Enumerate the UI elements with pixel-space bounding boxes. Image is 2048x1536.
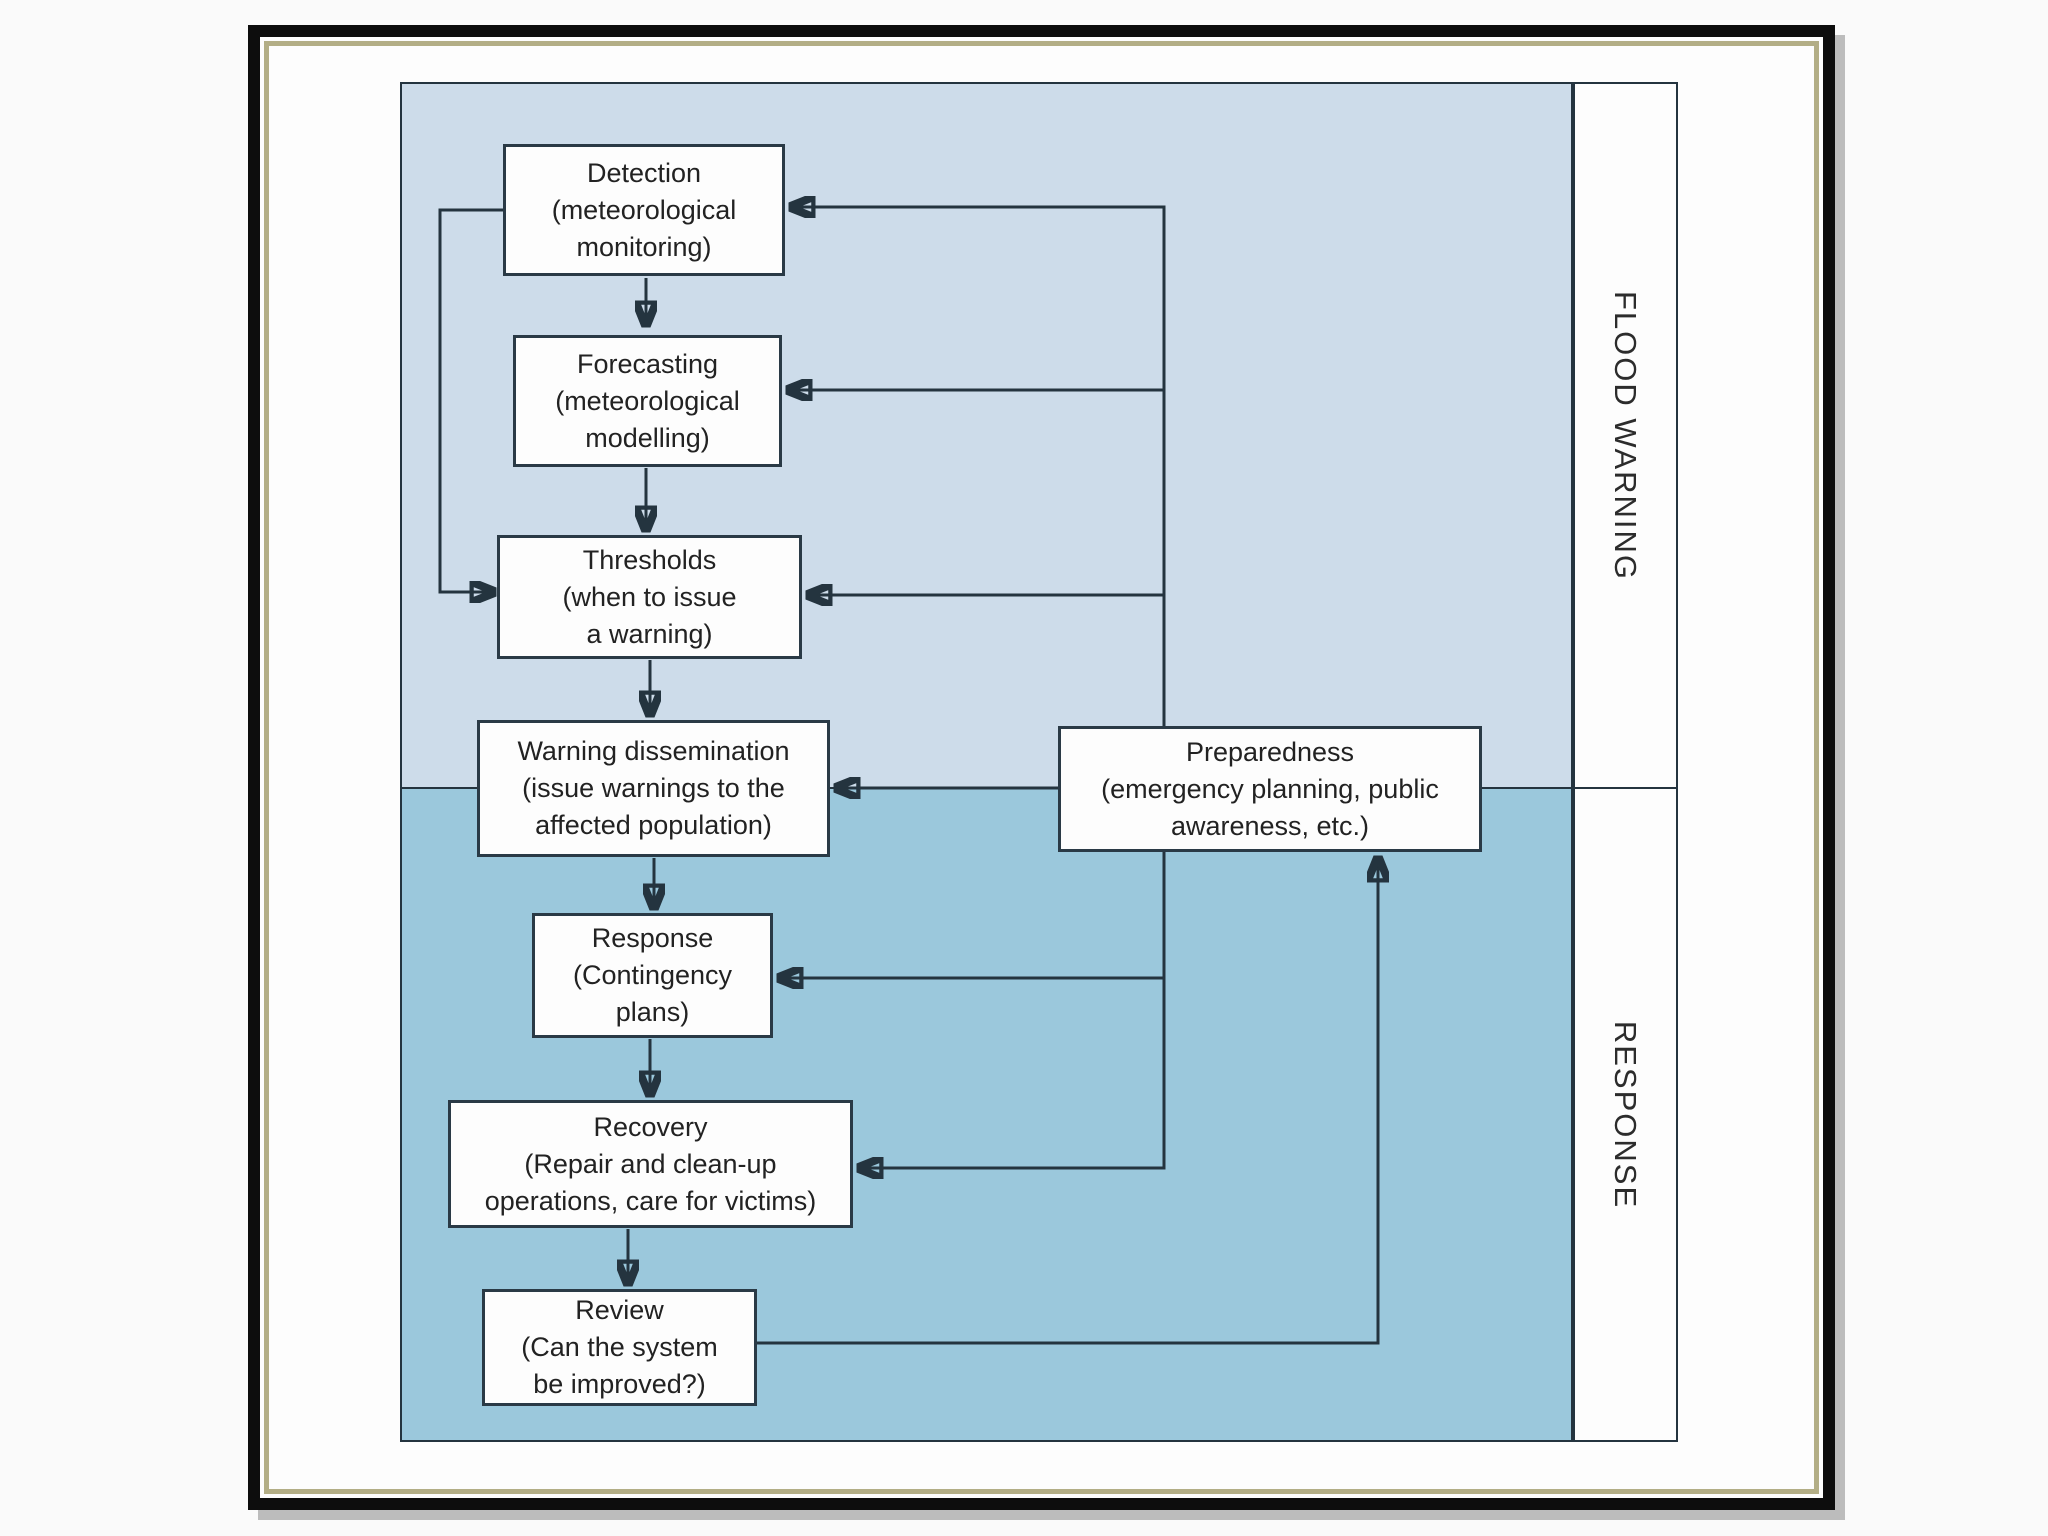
response-label-cell: RESPONSE — [1575, 789, 1676, 1440]
label-divider-line — [1575, 787, 1676, 789]
node-warning-dissemination: Warning dissemination (issue warnings to… — [477, 720, 830, 857]
node-response: Response (Contingency plans) — [532, 913, 773, 1038]
phase-label-column: FLOOD WARNING RESPONSE — [1573, 82, 1678, 1442]
node-review: Review (Can the system be improved?) — [482, 1289, 757, 1406]
node-detection: Detection (meteorological monitoring) — [503, 144, 785, 276]
node-forecasting: Forecasting (meteorological modelling) — [513, 335, 782, 467]
node-preparedness: Preparedness (emergency planning, public… — [1058, 726, 1482, 852]
frame-accent-line — [264, 41, 1819, 1494]
node-recovery: Recovery (Repair and clean-up operations… — [448, 1100, 853, 1228]
response-label: RESPONSE — [1608, 1020, 1644, 1209]
node-thresholds: Thresholds (when to issue a warning) — [497, 535, 802, 659]
flood-warning-label-cell: FLOOD WARNING — [1575, 84, 1676, 787]
flood-warning-label: FLOOD WARNING — [1608, 290, 1644, 581]
